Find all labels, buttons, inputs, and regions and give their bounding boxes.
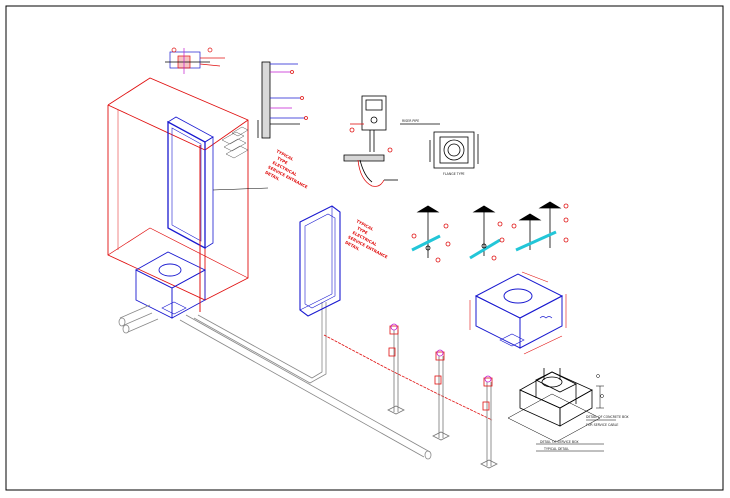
detail-lamp-assembly-2 [469,205,505,261]
box-caption-1: DETAIL OF SERVICE BOX [540,440,579,444]
box-caption-2: TYPICAL DETAIL [543,447,569,451]
conduit-pipes [118,304,432,460]
concrete-box-dimensions [586,374,616,421]
panel-note: TYPICAL TYPE ELECTRICAL SERVICE ENTRANCE… [344,218,389,259]
detail-caption [536,443,604,452]
detail-concrete-box [507,368,601,443]
detail-meter-socket [343,95,398,187]
drawing-border [5,5,724,491]
bollard-pole-2 [432,349,450,441]
wall-meter-assembly [107,77,432,460]
detail-lamp-assembly-3 [511,201,569,252]
detail-wall-section [257,61,308,139]
box-dimensions [469,271,567,355]
detail-lamp-assembly-1 [411,205,451,263]
wall-note-line-2: TYPE [276,156,289,166]
wall-note-line-5: DETAIL [264,170,281,182]
panel-note-line-5: DETAIL [344,240,361,252]
service-box [135,251,206,319]
brick-hatch [221,126,249,159]
detail-terminal [165,47,225,74]
riser-label: RISER PIPE [402,119,419,123]
flange-label: FLANGE TYPE [443,172,465,176]
panel-note-line-2: TYPE [356,226,369,236]
pedestal-caption-2: FOR SERVICE CABLE [586,423,618,427]
feeder-cable [323,334,493,421]
pedestal-caption-1: DETAIL OF CONCRETE BOX [586,415,629,419]
bollard-pole-3 [480,375,498,469]
wall-note: TYPICAL TYPE ELECTRICAL SERVICE ENTRANCE… [264,148,309,189]
detail-service-box-iso [474,273,564,349]
pedestal-panel [299,205,341,317]
meter-panel [167,116,214,250]
detail-flange: FLANGE TYPE RISER PIPE [400,119,479,176]
bollard-pole-1 [387,323,405,415]
